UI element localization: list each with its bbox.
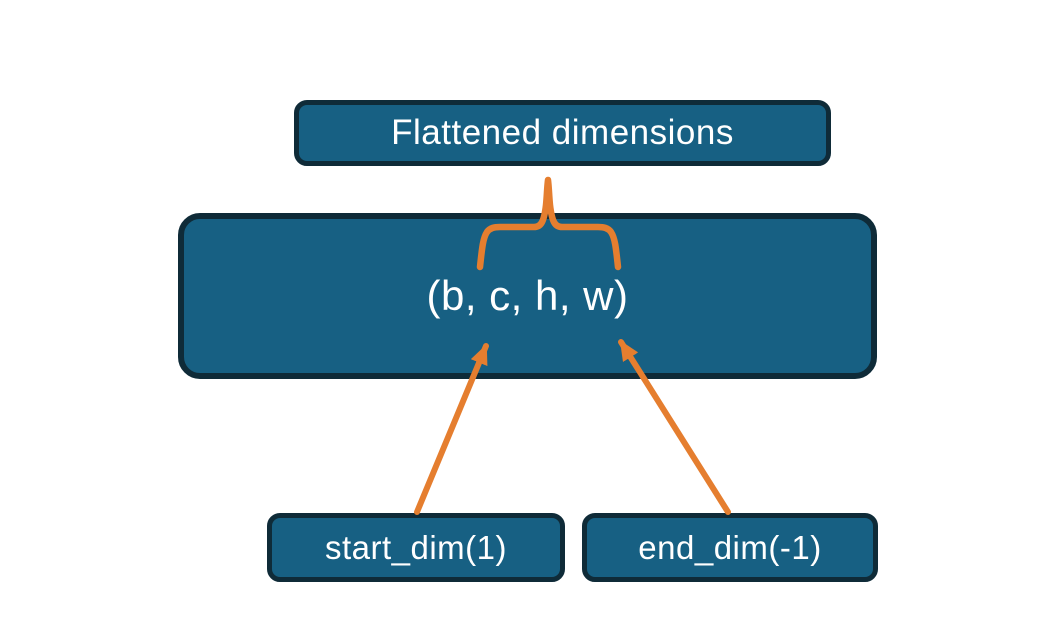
end-dim-node: end_dim(-1) bbox=[582, 513, 878, 582]
flattened-dimensions-node: Flattened dimensions bbox=[294, 100, 831, 166]
end-dim-label: end_dim(-1) bbox=[638, 528, 822, 566]
tensor-shape-node: (b, c, h, w) bbox=[178, 213, 877, 379]
tensor-shape-label: (b, c, h, w) bbox=[426, 272, 629, 319]
flattened-dimensions-label: Flattened dimensions bbox=[391, 113, 734, 152]
start-dim-label: start_dim(1) bbox=[324, 528, 508, 566]
start-dim-node: start_dim(1) bbox=[267, 513, 565, 582]
